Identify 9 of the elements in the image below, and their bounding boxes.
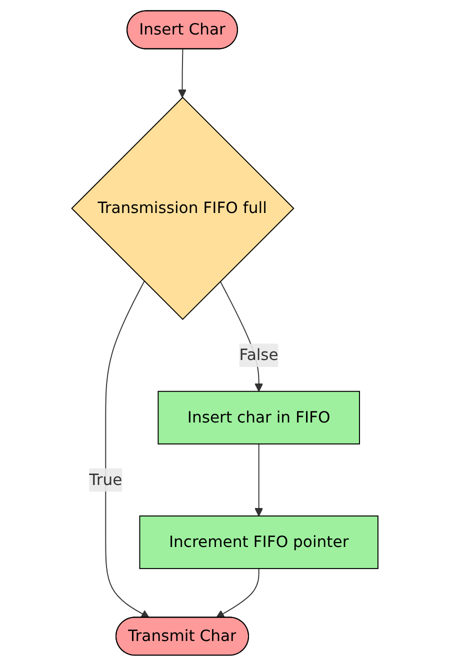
node-box: Increment FIFO pointer — [138, 515, 378, 569]
edge-label: True — [88, 470, 122, 488]
node-diamond: Transmission FIFO full — [70, 96, 294, 320]
arrow — [254, 442, 263, 516]
edge-label: False — [238, 345, 278, 364]
arrow — [216, 568, 259, 618]
arrow — [178, 48, 186, 98]
arrow — [104, 280, 150, 618]
node-box: Insert char in FIFO — [157, 390, 360, 444]
